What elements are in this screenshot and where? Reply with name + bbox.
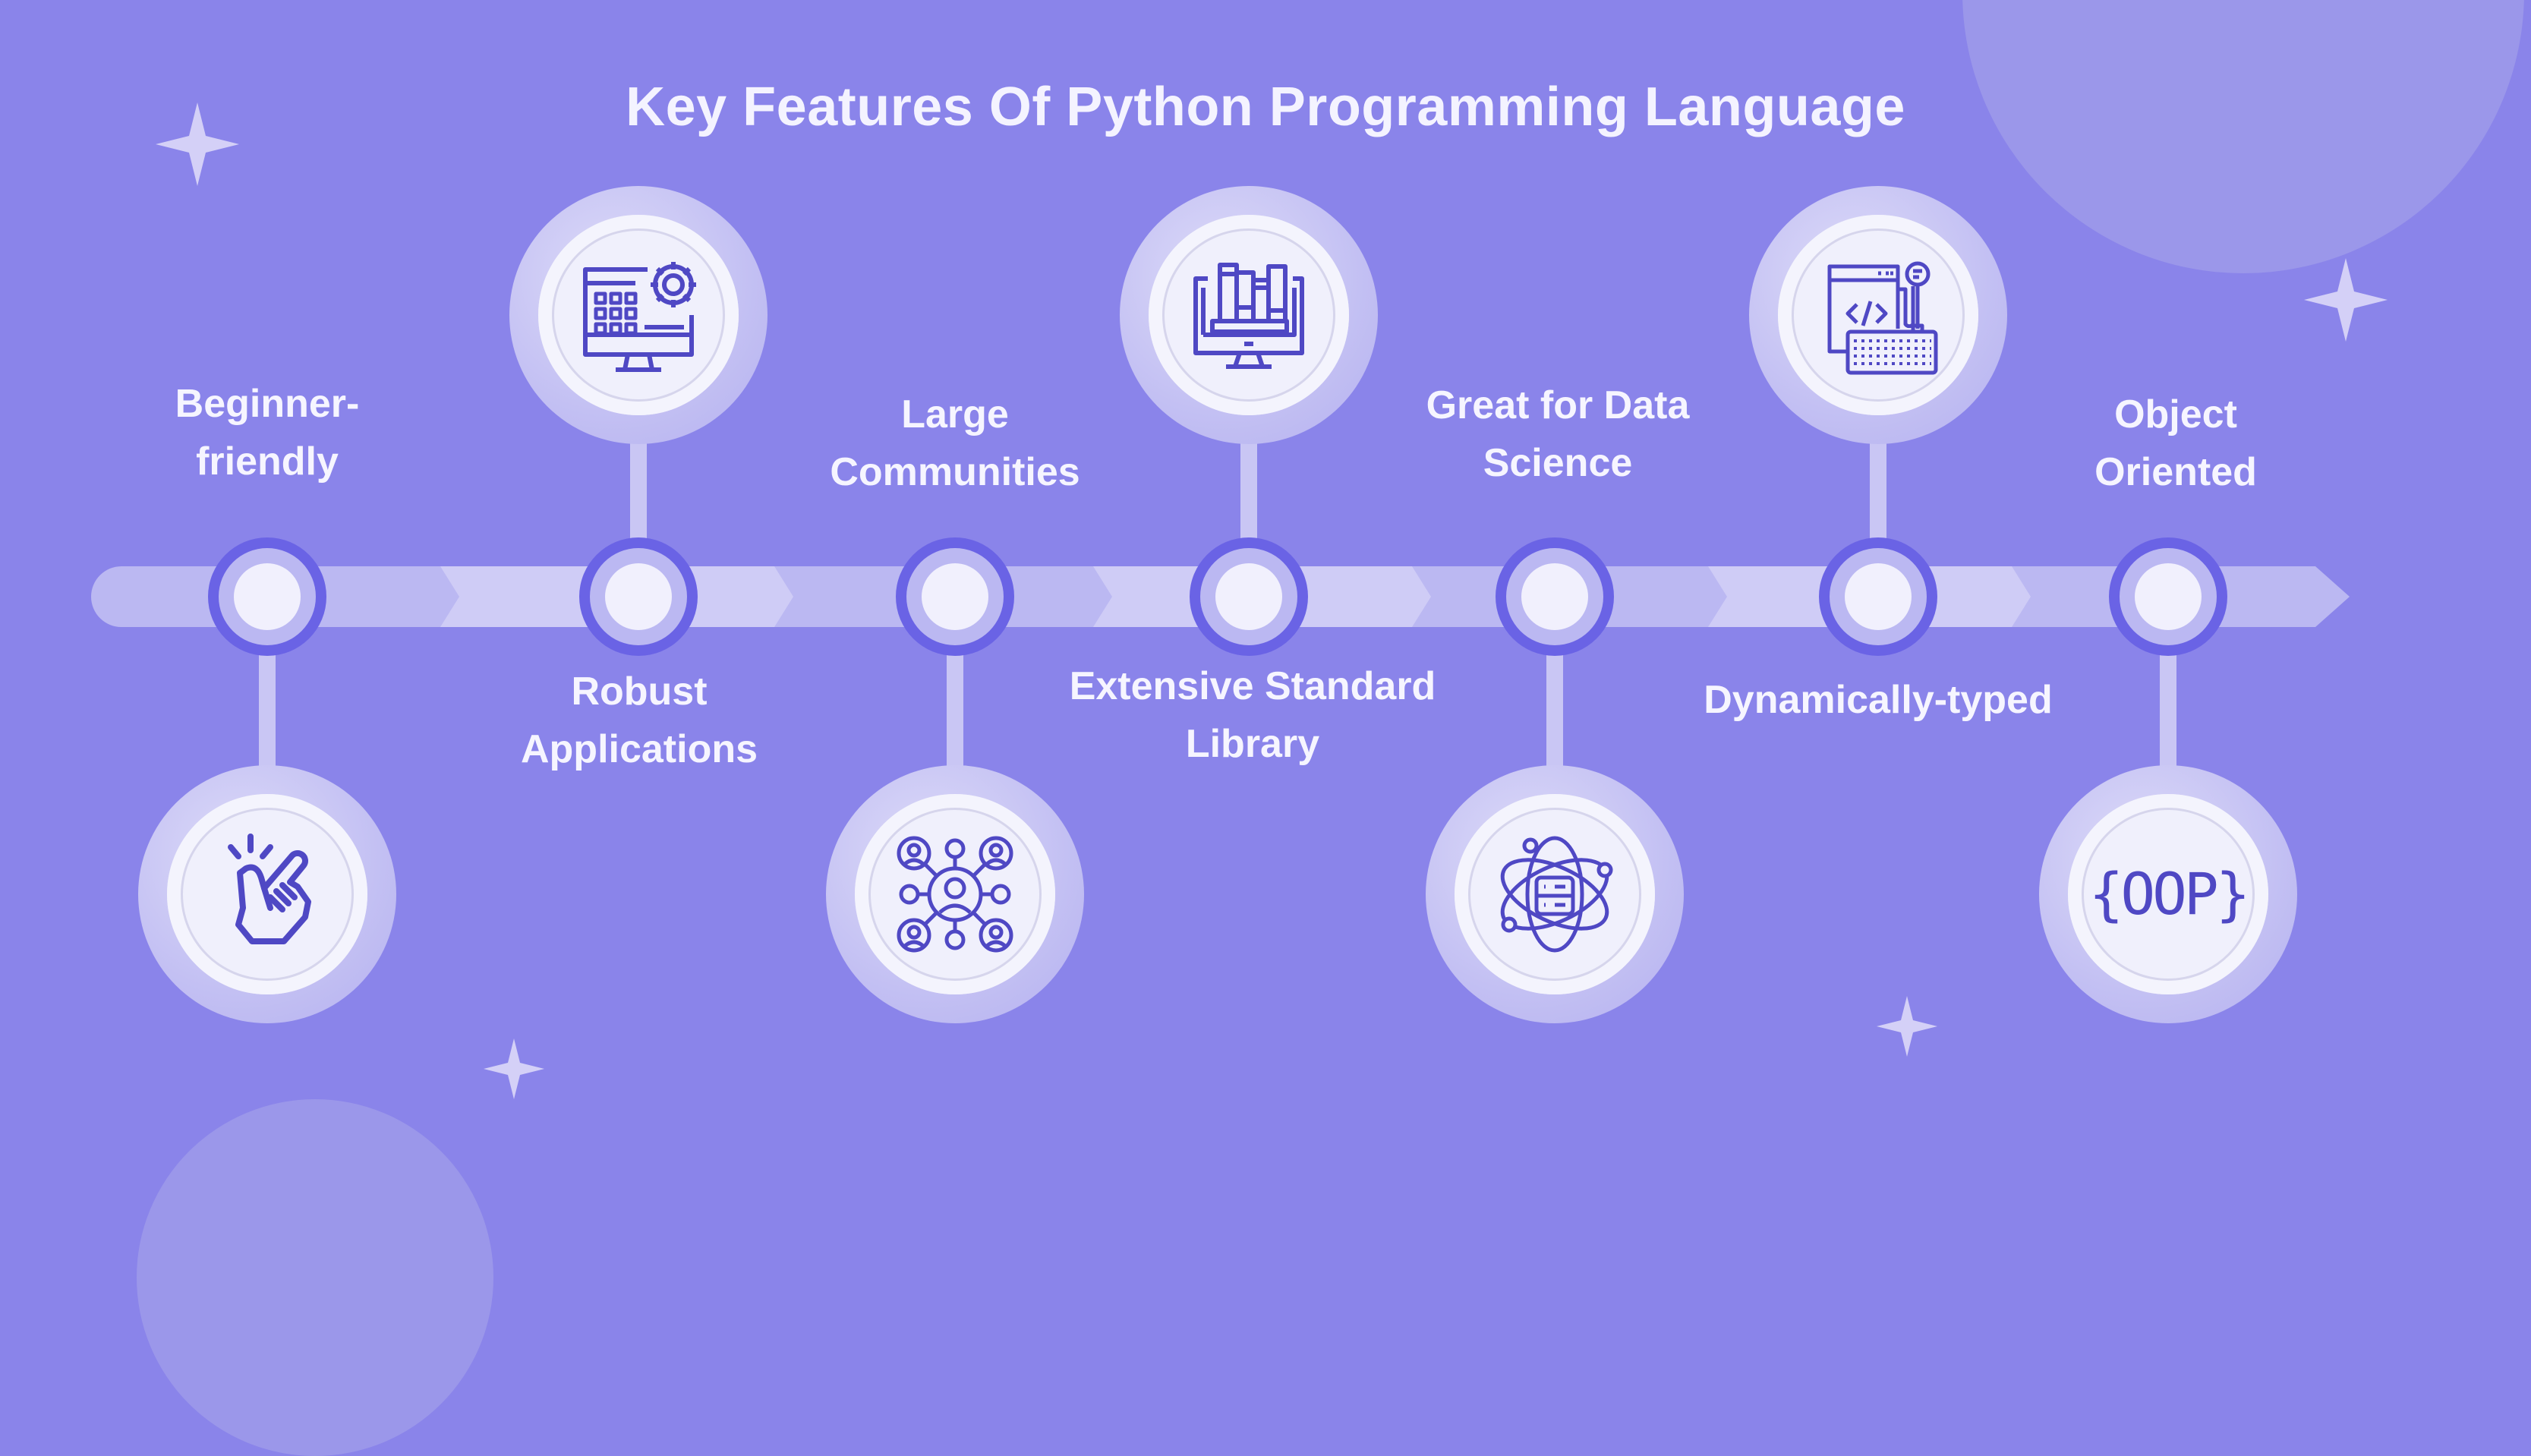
timeline-node	[896, 537, 1014, 656]
sparkle-icon	[1877, 996, 1937, 1057]
snap-fingers-icon	[228, 834, 311, 944]
feature-badge-large-communities	[826, 765, 1084, 1023]
feature-badge-beginner-friendly	[138, 765, 396, 1023]
code-window-keyboard-icon	[1827, 261, 1938, 375]
connector-stem	[947, 653, 963, 774]
feature-badge-object-oriented: {OOP}	[2039, 765, 2297, 1023]
infographic-canvas: Key Features Of Python Programming Langu…	[91, 0, 2524, 1456]
timeline-node	[1190, 537, 1308, 656]
oop-braces-icon: {OOP}	[2088, 860, 2251, 928]
connector-stem	[1546, 653, 1563, 774]
timeline-node	[2109, 537, 2227, 656]
connector-stem	[630, 425, 647, 539]
feature-label-great-for-data-science: Great for Data Science	[1426, 383, 1690, 485]
timeline-node	[579, 537, 698, 656]
monitor-books-icon	[1193, 263, 1304, 369]
feature-badge-dynamically-typed	[1749, 186, 2007, 444]
timeline-node	[1496, 537, 1614, 656]
connector-stem	[1870, 425, 1886, 539]
connector-stem	[2160, 653, 2176, 774]
sparkle-icon	[484, 1038, 544, 1099]
feature-label-dynamically-typed: Dynamically-typed	[1704, 678, 2053, 722]
feature-label-extensive-standard-library: Extensive Standard Library	[1069, 664, 1436, 766]
feature-label-object-oriented: Object Oriented	[2094, 392, 2257, 494]
feature-badge-great-for-data-science	[1426, 765, 1684, 1023]
connector-stem	[259, 653, 276, 774]
atom-database-icon	[1500, 836, 1613, 953]
feature-badge-robust-applications	[509, 186, 767, 444]
feature-label-large-communities: Large Communities	[830, 392, 1080, 494]
feature-badge-extensive-standard-library	[1120, 186, 1378, 444]
timeline-node	[1819, 537, 1937, 656]
community-network-icon	[897, 836, 1013, 953]
sparkle-icon	[2304, 258, 2388, 342]
page-title: Key Features Of Python Programming Langu…	[626, 77, 1905, 137]
feature-label-beginner-friendly: Beginner- friendly	[175, 382, 360, 484]
sparkle-icon	[156, 102, 239, 186]
monitor-gear-icon	[583, 262, 696, 372]
connector-stem	[1240, 425, 1257, 539]
feature-label-robust-applications: Robust Applications	[520, 670, 758, 771]
timeline-node	[208, 537, 326, 656]
